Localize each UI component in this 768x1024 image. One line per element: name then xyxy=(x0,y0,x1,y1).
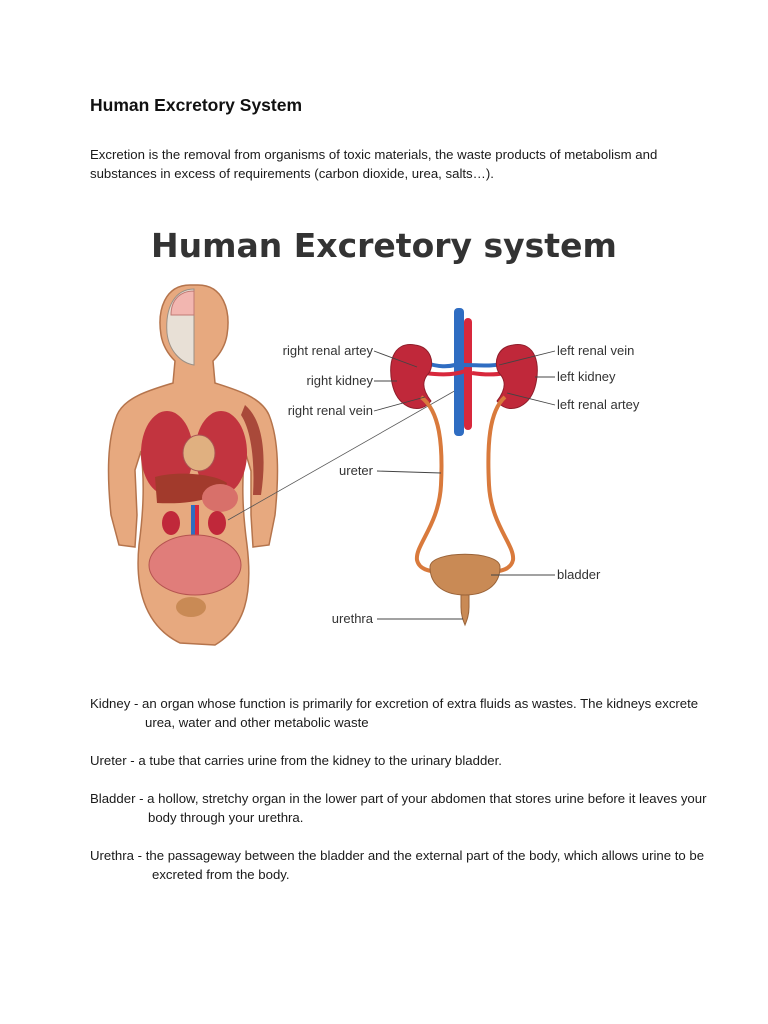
right-renal-artery-vessel xyxy=(424,369,466,377)
stomach xyxy=(202,484,238,512)
intro-paragraph: Excretion is the removal from organisms … xyxy=(90,147,658,181)
body-aorta xyxy=(191,505,195,550)
label-right-kidney: right kidney xyxy=(307,373,374,388)
excretory-system-figure: Human Excretory system xyxy=(95,215,695,655)
label-bladder: bladder xyxy=(557,567,601,582)
callout-right-renal-vein xyxy=(373,396,426,412)
label-urethra: urethra xyxy=(332,611,374,626)
right-ureter xyxy=(414,395,444,574)
callout-left-renal-artery xyxy=(506,392,556,406)
label-right-renal-artery: right renal artey xyxy=(283,343,374,358)
left-kidney-organ xyxy=(495,344,538,410)
definition-urethra: Urethra - the passageway between the bla… xyxy=(90,848,705,882)
document-title: Human Excretory System xyxy=(90,95,303,115)
definition-bladder: Bladder - a hollow, stretchy organ in th… xyxy=(90,791,707,825)
label-left-renal-vein: left renal vein xyxy=(557,343,634,358)
aorta-vessel xyxy=(464,318,472,430)
figure-title: Human Excretory system xyxy=(151,226,617,265)
intestines xyxy=(148,534,242,596)
label-left-renal-artery: left renal artey xyxy=(557,397,640,412)
human-body-illustration xyxy=(107,284,279,646)
heart xyxy=(182,434,216,472)
callout-right-renal-artery xyxy=(373,350,418,368)
callout-lines xyxy=(373,350,556,620)
left-lung xyxy=(195,411,247,495)
body-bladder xyxy=(176,597,206,617)
excretory-diagram: Human Excretory system xyxy=(107,226,640,646)
label-left-kidney: left kidney xyxy=(557,369,616,384)
body-right-kidney xyxy=(162,511,180,535)
zoom-pointer-line xyxy=(227,384,466,521)
body-left-kidney xyxy=(208,511,226,535)
body-vena-cava xyxy=(195,505,199,550)
left-ureter xyxy=(486,395,516,574)
definitions-list: Kidney - an organ whose function is prim… xyxy=(90,694,710,903)
urethra-tube xyxy=(460,594,470,627)
definition-kidney: Kidney - an organ whose function is prim… xyxy=(90,696,699,730)
callout-left-renal-vein xyxy=(498,350,556,366)
definition-ureter: Ureter - a tube that carries urine from … xyxy=(90,753,502,768)
enlarged-excretory-system xyxy=(390,308,538,627)
shoulder-muscle xyxy=(241,405,264,495)
brain xyxy=(170,290,195,316)
bladder-organ xyxy=(429,553,501,596)
callout-ureter xyxy=(376,470,442,474)
label-right-renal-vein: right renal vein xyxy=(288,403,373,418)
label-ureter: ureter xyxy=(339,463,374,478)
